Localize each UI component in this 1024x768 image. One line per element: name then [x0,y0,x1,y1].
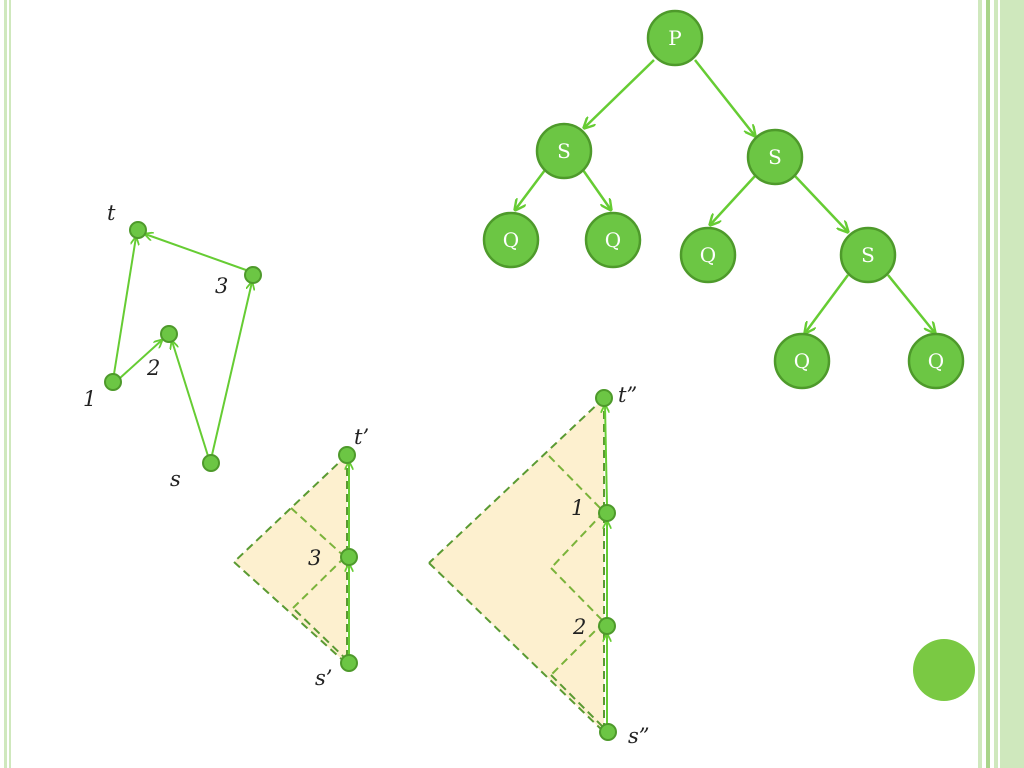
label-3: 3 [215,274,228,298]
tree-node-label: S [557,139,571,163]
edge-1-to-2 [119,340,162,379]
tree-node-p: P [646,9,704,67]
decorative-green-circle [913,639,975,701]
vertex-1-big [598,504,616,522]
label-s-double: s” [628,724,650,748]
tree-node-label: S [861,243,875,267]
tree-edge-s2-s3 [794,175,848,232]
small-triangle-figure: t’ 3 s’ [233,425,369,690]
tree-node-q1: Q [482,211,540,269]
label-2: 2 [146,356,160,380]
vertex-2 [160,325,178,343]
big-triangle-region [429,398,604,732]
label-s-prime: s’ [315,666,332,690]
label-3-small: 3 [308,546,321,570]
tree-edge-p-s1 [584,59,655,128]
label-t-prime: t’ [354,425,369,449]
label-t-double: t” [618,383,637,407]
tree-node-label: Q [605,228,621,252]
tree-node-q4: Q [773,332,831,390]
vertex-s-double [599,723,617,741]
tree-edge-s3-q5 [887,274,935,333]
tree-node-q5: Q [907,332,965,390]
vertex-3 [244,266,262,284]
vertex-t-double [595,389,613,407]
slide-border-left [4,0,11,768]
slide-border-right [978,0,1024,768]
tree-edge-s1-q1 [515,169,546,210]
big-triangle-figure: t” 1 2 s” [428,383,650,748]
label-2-big: 2 [572,615,586,639]
tree-node-label: Q [700,243,716,267]
tree-node-s3: S [839,226,897,284]
tree-node-label: Q [794,349,810,373]
tree-node-label: Q [503,228,519,252]
tree-edge-p-s2 [694,59,755,136]
edge-1-to-t [113,237,136,375]
label-1: 1 [83,387,96,411]
tree-edge-s1-q2 [581,169,611,210]
parse-tree: P S S Q Q Q S Q [482,9,965,390]
edge-3-to-t [145,234,247,271]
label-s: s [170,467,181,491]
tree-edge-s2-q3 [710,175,756,225]
edge-s-to-2 [172,341,209,457]
tree-edges [515,59,935,333]
label-1-big: 1 [571,496,584,520]
small-triangle-region [234,455,347,664]
tree-node-s2: S [746,128,804,186]
tree-node-q2: Q [584,211,642,269]
edge-1-to-t-double [605,405,607,507]
vertex-3-small [340,548,358,566]
tree-edge-s3-q4 [805,274,850,333]
path-graph-edges [113,234,252,457]
tree-node-label: S [768,145,782,169]
vertex-t-prime [338,446,356,464]
tree-node-s1: S [535,122,593,180]
edge-s-to-3 [211,282,252,456]
vertex-2-big [598,617,616,635]
vertex-t [129,221,147,239]
vertex-1 [104,373,122,391]
tree-node-q3: Q [679,226,737,284]
path-graph: t 3 2 1 s [83,201,262,491]
label-t: t [107,201,116,225]
tree-node-label: P [668,26,681,50]
vertex-s-prime [340,654,358,672]
vertex-s [202,454,220,472]
tree-node-label: Q [928,349,944,373]
